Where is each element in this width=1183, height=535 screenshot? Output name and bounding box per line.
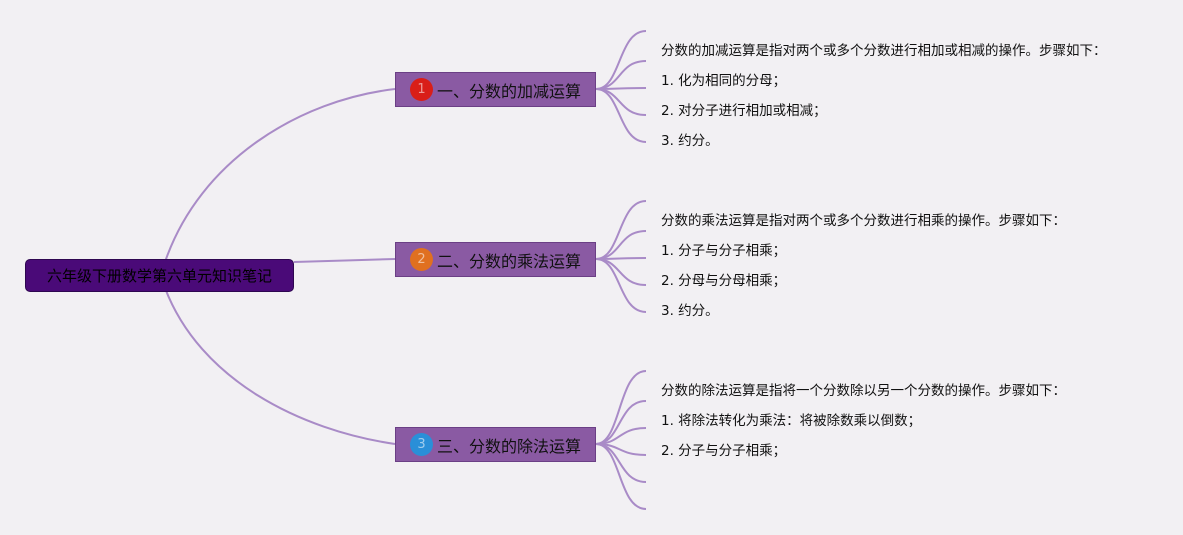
branch-node-3[interactable]: 3 三、分数的除法运算 — [395, 427, 596, 462]
badge-1: 1 — [410, 78, 433, 101]
edge-branch-2-leaf-2 — [595, 230, 647, 260]
edge-branch-2-leaf-1 — [595, 200, 647, 260]
branch-label-2: 二、分数的乘法运算 — [437, 251, 582, 271]
edge-root-branch-3 — [164, 287, 396, 445]
branch-label-1: 一、分数的加减运算 — [437, 81, 582, 101]
leaf-1-4[interactable]: 3. 约分。 — [661, 133, 719, 149]
leaf-3-1[interactable]: 分数的除法运算是指将一个分数除以另一个分数的操作。步骤如下： — [661, 383, 1066, 399]
badge-2: 2 — [410, 248, 433, 271]
edge-branch-1-leaf-5 — [595, 88, 647, 143]
edge-root-branch-1 — [164, 88, 396, 263]
edge-branch-2-leaf-5 — [595, 258, 647, 313]
leaf-1-2[interactable]: 1. 化为相同的分母； — [661, 73, 787, 89]
edge-branch-2-leaf-3 — [595, 257, 647, 260]
badge-3: 3 — [410, 433, 433, 456]
edge-branch-1-leaf-4 — [595, 88, 647, 116]
branch-label-3: 三、分数的除法运算 — [437, 436, 582, 456]
leaf-1-1[interactable]: 分数的加减运算是指对两个或多个分数进行相加或相减的操作。步骤如下： — [661, 43, 1107, 59]
edge-branch-1-leaf-2 — [595, 60, 647, 90]
edge-branch-2-leaf-4 — [595, 258, 647, 286]
branch-node-2[interactable]: 2 二、分数的乘法运算 — [395, 242, 596, 277]
root-node[interactable]: 六年级下册数学第六单元知识笔记 — [25, 259, 294, 292]
leaf-2-2[interactable]: 1. 分子与分子相乘； — [661, 243, 787, 259]
edge-branch-3-leaf-1 — [595, 370, 647, 445]
edge-root-branch-2 — [293, 258, 396, 263]
leaf-3-3[interactable]: 2. 分子与分子相乘； — [661, 443, 787, 459]
leaf-2-3[interactable]: 2. 分母与分母相乘； — [661, 273, 787, 289]
edge-branch-3-leaf-6 — [595, 443, 647, 510]
edge-branch-3-leaf-2 — [595, 400, 647, 445]
leaf-1-3[interactable]: 2. 对分子进行相加或相减； — [661, 103, 827, 119]
leaf-2-1[interactable]: 分数的乘法运算是指对两个或多个分数进行相乘的操作。步骤如下： — [661, 213, 1066, 229]
leaf-3-2[interactable]: 1. 将除法转化为乘法：将被除数乘以倒数； — [661, 413, 922, 429]
edge-branch-1-leaf-3 — [595, 87, 647, 90]
edge-branch-1-leaf-1 — [595, 30, 647, 90]
branch-node-1[interactable]: 1 一、分数的加减运算 — [395, 72, 596, 107]
root-label: 六年级下册数学第六单元知识笔记 — [46, 267, 272, 285]
leaf-2-4[interactable]: 3. 约分。 — [661, 303, 719, 319]
